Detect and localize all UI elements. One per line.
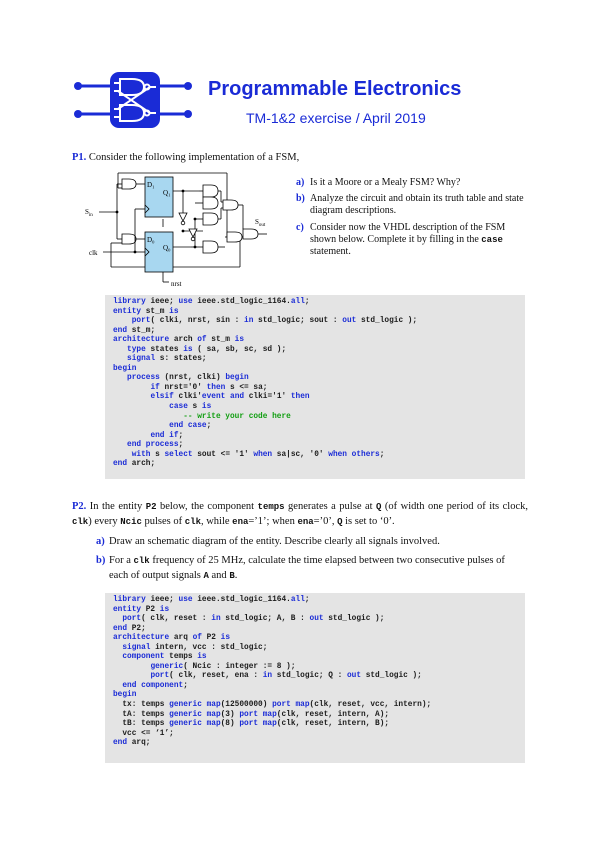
code-line: process (nrst, clki) begin xyxy=(127,374,249,383)
p2-intro-text: In the entity P2 below, the component te… xyxy=(72,501,528,527)
code-line: end P2; xyxy=(113,624,146,633)
code-line: component temps is xyxy=(122,653,207,662)
code-line: end process; xyxy=(127,441,184,450)
sin-label: Sin xyxy=(85,208,93,218)
code-line: vcc <= ‘1’; xyxy=(113,729,174,738)
code-line: port( clk, reset, ena : in std_logic; Q … xyxy=(150,672,422,681)
code-line: entity P2 is xyxy=(113,605,170,614)
nrst-label: nrst xyxy=(171,280,182,288)
clk-label: clk xyxy=(89,249,98,257)
p1-heading: P1. Consider the following implementatio… xyxy=(72,152,532,163)
logic-gates-logo-icon xyxy=(74,72,192,128)
code-line: case s is xyxy=(169,403,212,412)
ff0-q-label: Q0 xyxy=(163,244,171,253)
code-line: port( clk, reset : in std_logic; A, B : … xyxy=(122,615,385,624)
code-line: end case; xyxy=(169,422,212,431)
ff0-d-label: D0 xyxy=(147,236,155,245)
code-line: port( clki, nrst, sin : in std_logic; so… xyxy=(131,317,418,326)
p2-question-a: a) Draw an schematic diagram of the enti… xyxy=(96,536,440,547)
p1-questions: a) Is it a Moore or a Mealy FSM? Why? b)… xyxy=(296,177,524,262)
p2-question-b: b) For a clk frequency of 25 MHz, calcul… xyxy=(96,555,505,581)
page-subtitle: TM-1&2 exercise / April 2019 xyxy=(246,110,426,126)
ff1-q-label: Q1 xyxy=(163,189,170,198)
page-title: Programmable Electronics xyxy=(208,78,462,100)
code-line: elsif clki'event and clki='1' then xyxy=(150,393,310,402)
code-line: if nrst='0' then s <= sa; xyxy=(150,383,268,392)
code-line: end arq; xyxy=(113,739,151,748)
p1-question-c: c) Consider now the VHDL description of … xyxy=(296,221,506,258)
sout-label: Sout xyxy=(255,218,266,228)
code-line: with s select sout <= '1' when sa|sc, '0… xyxy=(131,450,385,459)
code-line: end if; xyxy=(150,431,184,440)
code-line: signal intern, vcc : std_logic; xyxy=(122,643,268,652)
code-line: architecture arch of st_m is xyxy=(113,336,245,345)
p2-vhdl-code-block: library ieee; use ieee.std_logic_1164.al… xyxy=(105,593,525,763)
p1-intro: Consider the following implementation of… xyxy=(88,152,300,163)
code-line: signal s: states; xyxy=(127,355,207,364)
p1-question-b: b) Analyze the circuit and obtain its tr… xyxy=(296,193,524,217)
code-line: tx: temps generic map(12500000) port map… xyxy=(113,701,432,710)
p2-label: P2. xyxy=(72,501,87,512)
p1-vhdl-code-block: library ieee; use ieee.std_logic_1164.al… xyxy=(105,295,525,479)
code-line: tA: temps generic map(3) port map(clk, r… xyxy=(113,710,390,719)
code-line: entity st_m is xyxy=(113,307,179,316)
code-line: end st_m; xyxy=(113,326,156,335)
code-line: generic( Ncic : integer := 8 ); xyxy=(150,662,296,671)
code-line: begin xyxy=(113,691,137,700)
code-line: architecture arq of P2 is xyxy=(113,634,230,643)
p1-label: P1. xyxy=(72,152,87,163)
ff1-d-label: D1 xyxy=(147,181,154,190)
header: Programmable Electronics TM-1&2 exercise… xyxy=(70,70,540,134)
code-line: begin xyxy=(113,364,137,373)
fsm-circuit-diagram: Sin Sout clk nrst D1 Q1 D0 Q0 xyxy=(85,172,267,288)
code-line: tB: temps generic map(8) port map(clk, r… xyxy=(113,720,390,729)
code-line: end component; xyxy=(122,681,188,690)
code-line: library ieee; use ieee.std_logic_1164.al… xyxy=(113,596,310,604)
code-line: end arch; xyxy=(113,460,156,469)
code-line: library ieee; use ieee.std_logic_1164.al… xyxy=(113,298,310,306)
code-line: type states is ( sa, sb, sc, sd ); xyxy=(127,345,287,354)
p2-intro: P2. In the entity P2 below, the componen… xyxy=(72,500,528,529)
p1-question-a: a) Is it a Moore or a Mealy FSM? Why? xyxy=(296,177,461,188)
code-line: -- write your code here xyxy=(183,412,291,421)
